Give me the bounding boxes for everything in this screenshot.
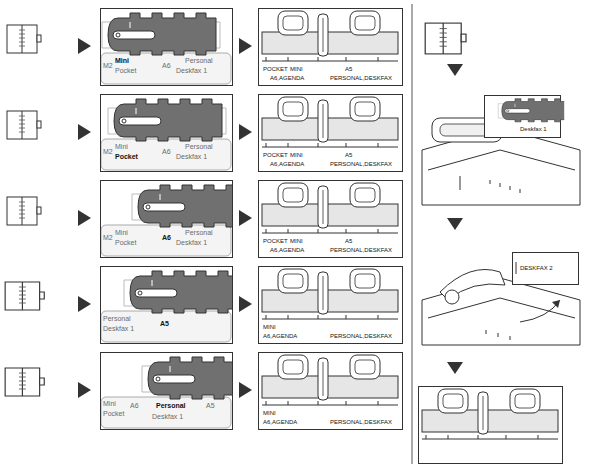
- scale-label: A6,AGENDA: [270, 247, 304, 253]
- scale-label: PERSONAL,DESKFAX: [330, 247, 392, 253]
- size-label: Pocket: [115, 67, 136, 74]
- size-label: Personal: [103, 315, 131, 322]
- size-label: Personal: [185, 57, 213, 64]
- size-label: Deskfax 1: [176, 67, 207, 74]
- scale-label: MINI: [263, 324, 276, 330]
- size-label: A5: [206, 402, 215, 409]
- scale-label: MINI: [290, 152, 303, 158]
- size-label: A6: [130, 402, 139, 409]
- size-label: M2: [103, 234, 113, 241]
- scale-label: DESKFAX 2: [520, 265, 553, 271]
- size-label: M2: [103, 62, 113, 69]
- scale-label: A5: [345, 238, 352, 244]
- size-label: Mini: [115, 143, 128, 150]
- size-label: A6: [162, 234, 171, 241]
- size-label: A5: [160, 320, 169, 327]
- scale-label: POCKET: [263, 238, 288, 244]
- size-label: A6: [162, 62, 171, 69]
- size-label: Pocket: [103, 410, 124, 417]
- scale-label: A6,AGENDA: [263, 333, 297, 339]
- scale-label: POCKET: [263, 66, 288, 72]
- scale-label: MINI: [263, 410, 276, 416]
- size-label: M2: [103, 148, 113, 155]
- scale-label: MINI: [290, 238, 303, 244]
- size-label: Deskfax 1: [103, 325, 134, 332]
- scale-label: PERSONAL,DESKFAX: [330, 419, 392, 425]
- scale-label: PERSONAL,DESKFAX: [330, 333, 392, 339]
- scale-label: PERSONAL,DESKFAX: [330, 75, 392, 81]
- size-label: Deskfax 1: [152, 413, 183, 420]
- size-label: Personal: [156, 402, 186, 409]
- size-label: Personal: [185, 143, 213, 150]
- size-label: Personal: [185, 229, 213, 236]
- scale-label: PERSONAL,DESKFAX: [330, 161, 392, 167]
- scale-label: MINI: [290, 66, 303, 72]
- size-label: Pocket: [115, 153, 138, 160]
- scale-label: Deskfax 1: [520, 126, 547, 132]
- size-label: Mini: [115, 57, 129, 64]
- scale-label: A5: [345, 66, 352, 72]
- scale-label: A6,AGENDA: [270, 75, 304, 81]
- size-label: Mini: [103, 400, 116, 407]
- size-label: Deskfax 1: [176, 239, 207, 246]
- size-label: Deskfax 1: [176, 153, 207, 160]
- scale-label: A6,AGENDA: [263, 419, 297, 425]
- size-label: Pocket: [115, 239, 136, 246]
- scale-label: A5: [345, 152, 352, 158]
- scale-label: POCKET: [263, 152, 288, 158]
- size-label: Mini: [115, 229, 128, 236]
- scale-label: A6,AGENDA: [270, 161, 304, 167]
- size-label: A6: [162, 148, 171, 155]
